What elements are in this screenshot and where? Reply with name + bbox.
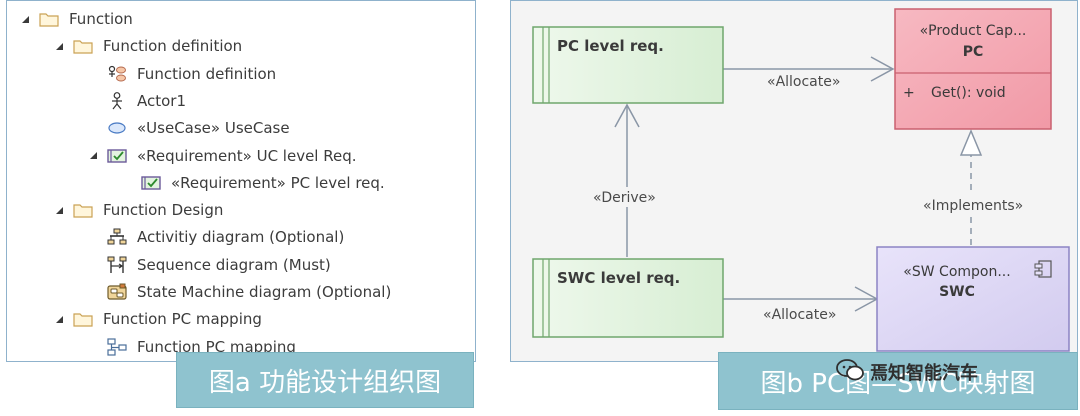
swc-level-req-label: SWC level req. — [557, 269, 680, 287]
state-machine-diagram-icon — [107, 283, 127, 301]
folder-icon — [73, 310, 93, 328]
tree-item-label: Function PC mapping — [103, 310, 262, 329]
tree-item-label: «Requirement» UC level Req. — [137, 146, 357, 165]
tree-item[interactable]: «Requirement» UC level Req. — [87, 143, 357, 169]
allocate-label-top: «Allocate» — [767, 74, 840, 90]
product-capability-class[interactable]: «Product Cap... PC + Get(): void — [894, 8, 1052, 130]
tree-item[interactable]: «UseCase» UseCase — [87, 115, 290, 141]
tree-item-label: Function PC mapping — [137, 337, 296, 356]
figure-caption-b: 图b PC图—SWC映射图 — [718, 352, 1078, 410]
tree-item[interactable]: Function definition — [87, 61, 276, 87]
derive-connector[interactable] — [614, 103, 640, 257]
expander-spacer — [87, 231, 99, 243]
use-case-diagram-icon — [107, 65, 127, 83]
tree-item[interactable]: Function Design — [53, 197, 223, 223]
operation-visibility: + — [903, 85, 915, 101]
expander-spacer — [87, 341, 99, 353]
implements-connector[interactable] — [959, 129, 983, 245]
pc-level-req-label: PC level req. — [557, 37, 664, 55]
folder-icon — [73, 37, 93, 55]
class-stereotype: «Product Cap... — [920, 23, 1027, 39]
component-stereotype: «SW Compon... — [903, 264, 1010, 280]
tree-item[interactable]: «Requirement» PC level req. — [121, 170, 385, 196]
folder-icon — [39, 10, 59, 28]
expander-spacer — [87, 259, 99, 271]
folder-icon — [73, 201, 93, 219]
pc-level-req-element[interactable]: PC level req. — [532, 26, 724, 104]
pc-swc-mapping-diagram: «Allocate» «Derive» «Allocate» «Implemen… — [532, 8, 1070, 352]
sequence-diagram-icon — [107, 256, 127, 274]
allocate-connector-top[interactable] — [723, 56, 895, 82]
watermark: 焉知智能汽车 — [836, 358, 978, 386]
expand-toggle-icon[interactable] — [87, 150, 99, 162]
tree-item-label: State Machine diagram (Optional) — [137, 283, 392, 301]
tree-item[interactable]: State Machine diagram (Optional) — [87, 279, 391, 305]
composite-diagram-icon — [107, 337, 127, 356]
expander-spacer — [121, 177, 133, 189]
tree-item-label: Activitiy diagram (Optional) — [137, 228, 345, 247]
tree-item[interactable]: Function definition — [53, 33, 242, 59]
expander-spacer — [87, 95, 99, 107]
watermark-text: 焉知智能汽车 — [870, 363, 978, 384]
requirement-icon — [107, 147, 127, 165]
derive-label: «Derive» — [593, 190, 656, 206]
expander-spacer — [87, 286, 99, 298]
tree-item-label: «UseCase» UseCase — [137, 119, 290, 138]
expander-spacer — [87, 122, 99, 134]
expand-toggle-icon[interactable] — [53, 313, 65, 325]
swc-level-req-element[interactable]: SWC level req. — [532, 258, 724, 338]
component-name: SWC — [939, 284, 975, 300]
expand-toggle-icon[interactable] — [53, 204, 65, 216]
tree-item[interactable]: Activitiy diagram (Optional) — [87, 224, 344, 250]
requirement-icon — [141, 174, 161, 192]
allocate-label-bottom: «Allocate» — [763, 307, 836, 323]
tree-item-label: Function definition — [103, 37, 243, 56]
actor-icon — [107, 91, 127, 110]
expand-toggle-icon[interactable] — [19, 13, 31, 25]
tree-item-label: Function Design — [103, 201, 224, 220]
diagram-canvas: «Allocate» «Derive» «Allocate» «Implemen… — [510, 0, 1078, 362]
sw-component-element[interactable]: «SW Compon... SWC — [876, 246, 1070, 352]
component-icon — [1034, 260, 1052, 278]
implements-label: «Implements» — [923, 198, 1023, 214]
usecase-icon — [107, 119, 127, 137]
class-name: PC — [963, 44, 984, 60]
derive-label-bg — [589, 187, 667, 207]
activity-diagram-icon — [107, 228, 127, 246]
expand-toggle-icon[interactable] — [53, 40, 65, 52]
tree-item-label: Sequence diagram (Must) — [137, 255, 331, 274]
tree-item-label: «Requirement» PC level req. — [171, 173, 385, 192]
tree-item[interactable]: Sequence diagram (Must) — [87, 252, 331, 278]
tree-item-label: Function — [69, 10, 133, 28]
figure-caption-a: 图a 功能设计组织图 — [176, 352, 474, 408]
tree-item[interactable]: Function PC mapping — [53, 306, 262, 332]
wechat-icon — [836, 358, 864, 387]
tree-item-label: Function definition — [137, 64, 277, 83]
tree-item[interactable]: Actor1 — [87, 88, 186, 114]
expander-spacer — [87, 68, 99, 80]
tree-item-label: Actor1 — [137, 91, 187, 110]
class-operation: Get(): void — [931, 85, 1006, 101]
tree-item[interactable]: Function PC mapping — [87, 334, 296, 360]
implements-label-bg — [921, 195, 1031, 215]
tree-item[interactable]: Function — [19, 6, 133, 32]
